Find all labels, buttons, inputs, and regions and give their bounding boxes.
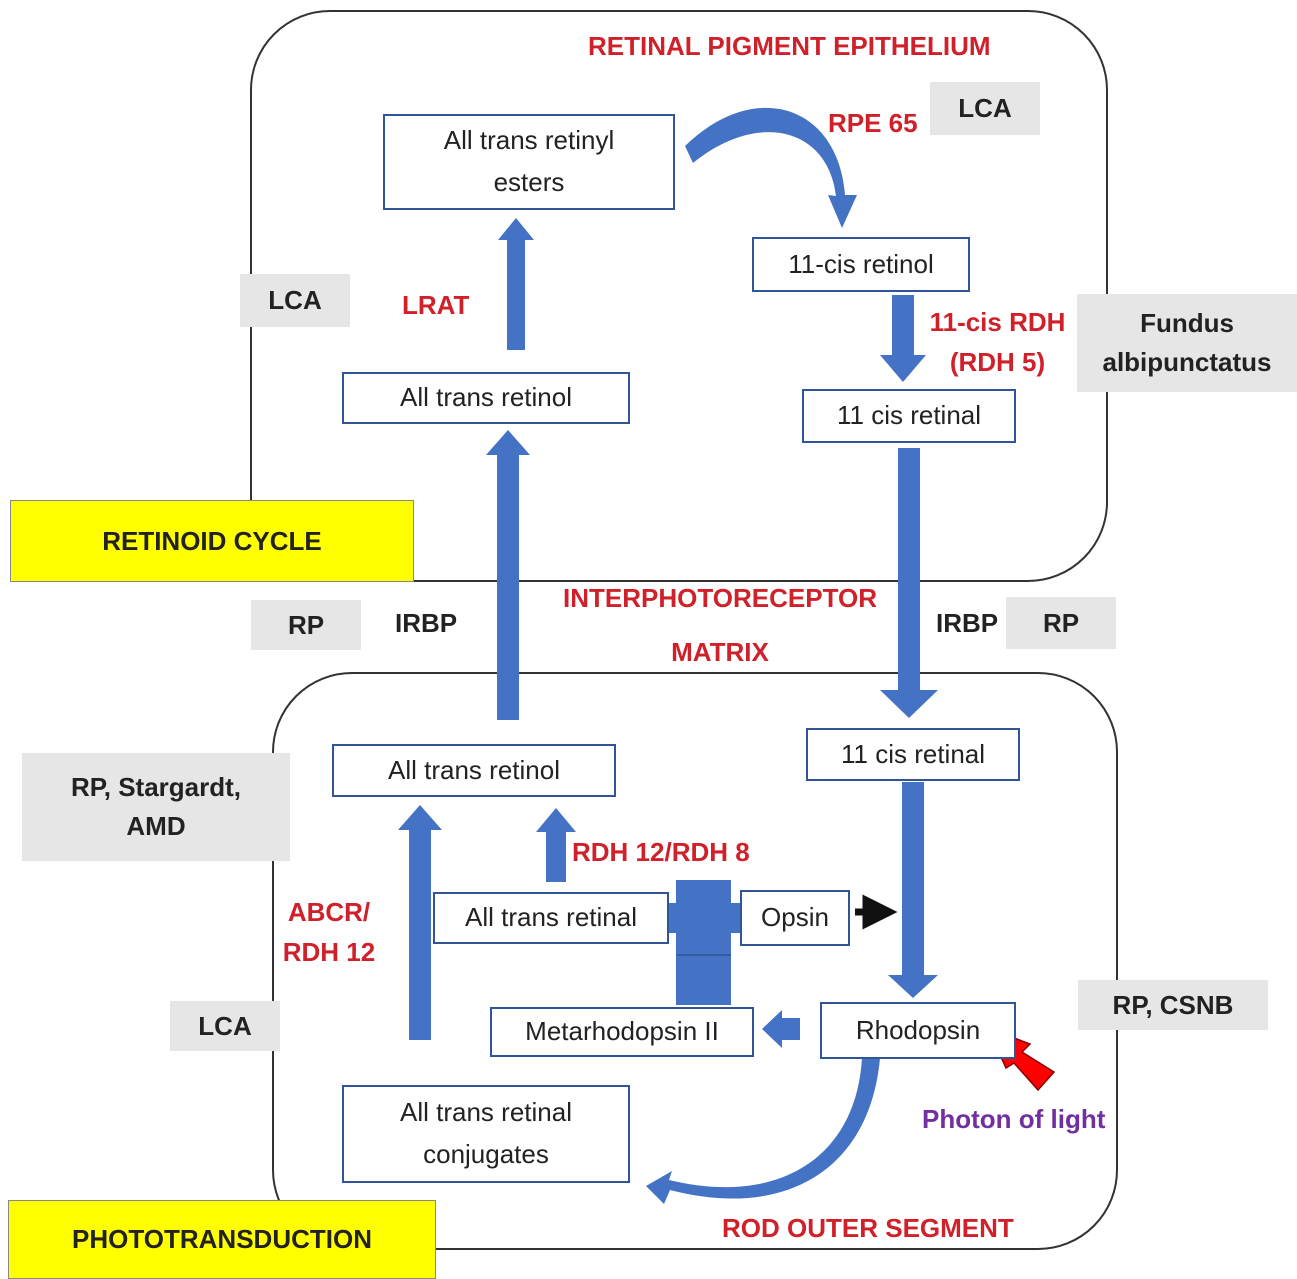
disease-rp-left: RP <box>251 600 361 650</box>
arrow-irbp-left <box>486 430 530 720</box>
arrow-lrat <box>498 218 534 350</box>
box-all-trans-retinyl-esters: All trans retinyl esters <box>383 114 675 210</box>
arrow-to-conjugates <box>646 1058 880 1204</box>
photon-of-light-label: Photon of light <box>922 1104 1106 1134</box>
box-rhodopsin: Rhodopsin <box>820 1002 1016 1059</box>
arrow-to-rhodopsin <box>888 782 938 998</box>
disease-rp-csnb: RP, CSNB <box>1078 980 1268 1030</box>
disease-rp-right: RP <box>1006 597 1116 649</box>
cis-rdh-line2: (RDH 5) <box>949 347 1046 378</box>
matrix-title-line1: INTERPHOTORECEPTOR <box>563 583 877 613</box>
phototransduction-label: PHOTOTRANSDUCTION <box>8 1200 436 1279</box>
stargardt-line2: AMD <box>126 811 186 841</box>
rpe-title: RETINAL PIGMENT EPITHELIUM <box>588 31 991 61</box>
irbp-left-label: IRBP <box>395 608 458 638</box>
disease-fundus-albipunctatus: Fundus albipunctatus <box>1077 294 1297 392</box>
abcr-line1: ABCR/ <box>287 897 371 927</box>
conjugates-line1: All trans retinal <box>400 1097 572 1128</box>
cis-rdh-line1: 11-cis RDH <box>929 307 1066 337</box>
ros-title: ROD OUTER SEGMENT <box>722 1213 1014 1243</box>
box-all-trans-retinol-rpe: All trans retinol <box>342 372 630 424</box>
disease-rp-stargardt-amd: RP, Stargardt, AMD <box>22 753 290 861</box>
matrix-title-line2: MATRIX <box>671 637 769 668</box>
arrow-to-metarhodopsin <box>762 1010 800 1048</box>
arrow-irbp-right <box>880 448 938 718</box>
enzyme-11-cis-rdh: 11-cis RDH (RDH 5) <box>925 302 1070 383</box>
fundus-line2: albipunctatus <box>1102 347 1272 377</box>
retinoid-cycle-label: RETINOID CYCLE <box>10 500 414 582</box>
disease-lca-lrat: LCA <box>240 274 350 327</box>
enzyme-rdh12-rdh8: RDH 12/RDH 8 <box>572 837 750 867</box>
enzyme-abcr-rdh12: ABCR/ RDH 12 <box>276 892 382 973</box>
enzyme-lrat: LRAT <box>402 290 470 320</box>
box-all-trans-retinol-ros: All trans retinol <box>332 744 616 797</box>
conjugates-line2: conjugates <box>423 1139 549 1169</box>
box-11-cis-retinal-ros: 11 cis retinal <box>806 728 1020 781</box>
disease-lca-rpe65: LCA <box>930 82 1040 135</box>
arrow-abcr <box>398 805 442 1040</box>
esters-line1: All trans retinyl <box>443 125 615 156</box>
box-11-cis-retinol: 11-cis retinol <box>752 237 970 292</box>
esters-line2: esters <box>493 167 565 197</box>
rod-outer-segment-compartment <box>272 672 1118 1250</box>
abcr-line2: RDH 12 <box>282 937 376 968</box>
box-all-trans-retinal-conjugates: All trans retinal conjugates <box>342 1085 630 1183</box>
box-opsin: Opsin <box>740 890 850 946</box>
arrow-rdh12 <box>536 808 576 882</box>
disease-lca-abcr: LCA <box>170 1001 280 1051</box>
fundus-line1: Fundus <box>1140 308 1234 338</box>
box-all-trans-retinal: All trans retinal <box>433 892 669 944</box>
box-11-cis-retinal-rpe: 11 cis retinal <box>802 389 1016 443</box>
stargardt-line1: RP, Stargardt, <box>70 772 241 802</box>
metarhodopsin-split-block <box>676 880 731 1005</box>
box-metarhodopsin-ii: Metarhodopsin II <box>490 1007 754 1057</box>
irbp-right-label: IRBP <box>936 608 999 638</box>
arrow-cis-rdh <box>880 295 926 382</box>
arrow-rpe65 <box>685 107 857 228</box>
enzyme-rpe65: RPE 65 <box>828 108 918 138</box>
matrix-title: INTERPHOTORECEPTOR MATRIX <box>560 578 880 673</box>
